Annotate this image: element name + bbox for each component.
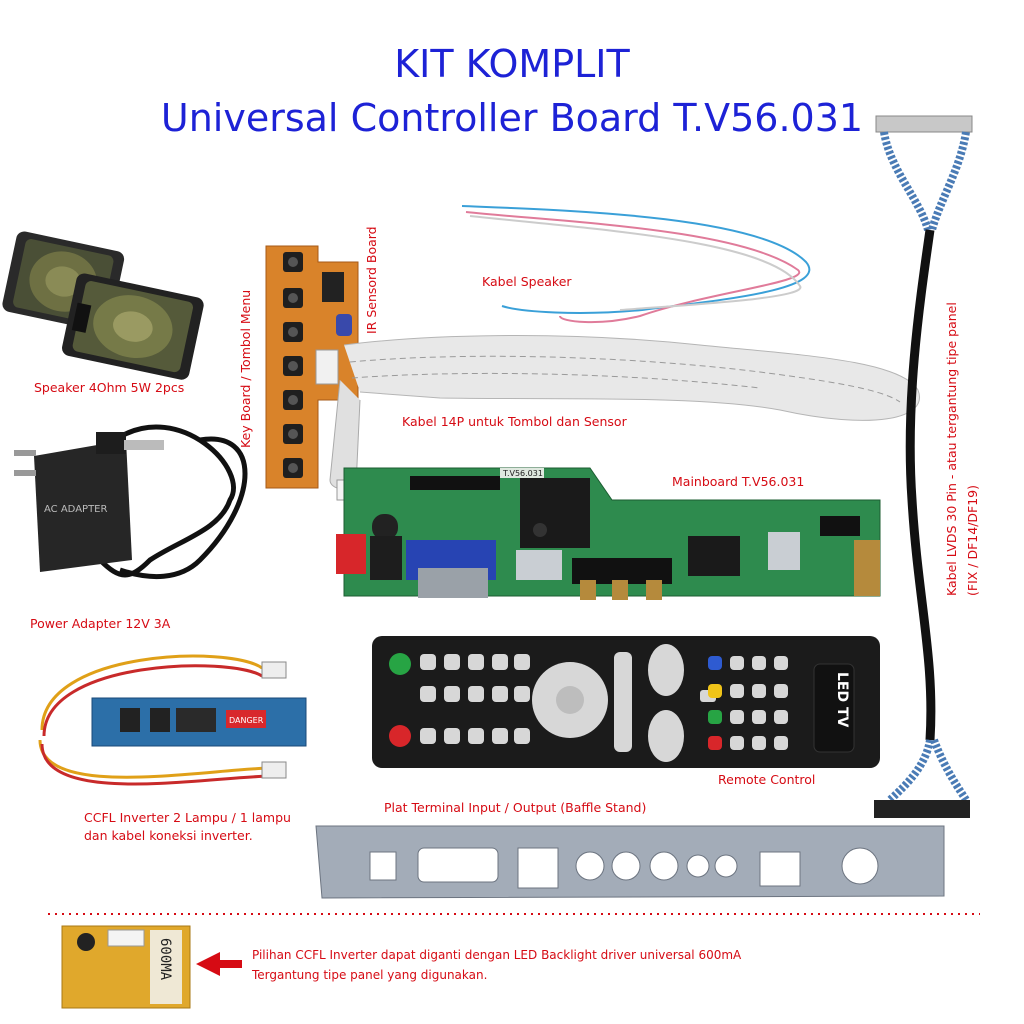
label-speaker: Speaker 4Ohm 5W 2pcs — [34, 380, 185, 395]
label-speaker-cable: Kabel Speaker — [482, 274, 572, 289]
baffle-plate — [315, 825, 945, 899]
label-cable-14p: Kabel 14P untuk Tombol dan Sensor — [402, 414, 627, 429]
adapter-label: AC ADAPTER — [44, 504, 107, 515]
title-line-1: KIT KOMPLIT — [394, 42, 630, 86]
board-silk-label: T.V56.031 — [502, 469, 543, 478]
mainboard: T.V56.031 — [336, 467, 881, 600]
label-lvds-line-2: (FIX / DF14/DF19) — [965, 484, 980, 596]
arrow-left-icon — [196, 952, 242, 976]
label-ir-sensor: IR Sensord Board — [364, 226, 379, 334]
lvds-cable — [874, 115, 973, 818]
title-line-2: Universal Controller Board T.V56.031 — [160, 96, 864, 140]
label-keyboard: Key Board / Tombol Menu — [238, 289, 253, 448]
ac-adapter: AC ADAPTER — [14, 424, 248, 580]
remote-control: LED TV — [372, 636, 880, 768]
remote-brand: LED TV — [834, 672, 850, 728]
speaker-pair — [2, 231, 204, 380]
flat-cable-14p — [329, 335, 920, 501]
ccfl-inverter: DANGER — [38, 654, 307, 786]
led-driver-board: 600MA — [61, 925, 191, 1009]
label-power-adapter: Power Adapter 12V 3A — [30, 616, 171, 631]
footnote-line-1: Pilihan CCFL Inverter dapat diganti deng… — [252, 948, 742, 962]
label-lvds-line-1: Kabel LVDS 30 Pin - atau tergantung tipe… — [944, 302, 959, 596]
footnote-line-2: Tergantung tipe panel yang digunakan. — [252, 968, 488, 982]
led-driver-label: 600MA — [157, 938, 173, 981]
key-board-pcb — [265, 245, 359, 489]
label-plate: Plat Terminal Input / Output (Baffle Sta… — [384, 800, 647, 815]
label-remote: Remote Control — [718, 772, 816, 787]
label-mainboard: Mainboard T.V56.031 — [672, 474, 805, 489]
label-inverter-line-1: CCFL Inverter 2 Lampu / 1 lampu — [84, 810, 291, 825]
label-inverter-line-2: dan kabel koneksi inverter. — [84, 828, 253, 843]
speaker-cable — [461, 205, 811, 324]
inverter-warning: DANGER — [229, 716, 264, 725]
